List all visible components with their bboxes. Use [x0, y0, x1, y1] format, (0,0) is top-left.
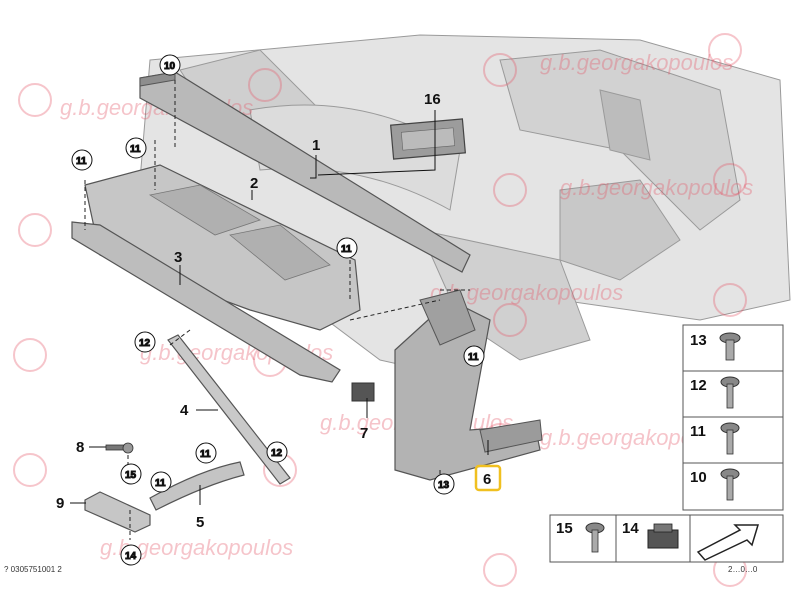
callout-16: 16 — [424, 91, 441, 108]
fastener-legend: 13 12 11 10 — [682, 324, 784, 511]
legend-label-15: 15 — [556, 520, 573, 537]
part-7-clip — [351, 382, 375, 402]
callout-7: 7 — [360, 425, 368, 442]
circled-11: 11 — [341, 244, 352, 255]
screw-10-icon — [720, 468, 740, 501]
circled-callouts: 10 11 11 11 11 11 11 12 12 13 14 15 — [71, 54, 485, 566]
part-2-splash-shield — [84, 164, 361, 331]
circled-12: 12 — [139, 338, 151, 349]
legend-label-13: 13 — [690, 332, 707, 349]
callout-6: 6 — [483, 471, 491, 488]
arrow-icon — [696, 524, 760, 561]
legend-label-12: 12 — [690, 377, 707, 394]
circled-13: 13 — [438, 480, 450, 491]
corner-label-right: 2…0…0 — [728, 565, 758, 574]
part-9-small-bracket — [84, 491, 151, 533]
screw-13-icon — [719, 332, 741, 361]
callout-4: 4 — [180, 402, 189, 419]
part-6-carrier-mount — [394, 289, 543, 481]
callout-1: 1 — [312, 137, 320, 154]
legend-label-14: 14 — [622, 520, 639, 537]
circled-15: 15 — [125, 470, 137, 481]
part-3-support-bar — [71, 221, 341, 383]
circled-12: 12 — [271, 448, 283, 459]
part-4-strut — [167, 334, 291, 485]
circled-11: 11 — [155, 478, 166, 489]
watermark-text: g.b.georgakopoulos — [540, 50, 733, 75]
callout-2: 2 — [250, 175, 258, 192]
screw-12-icon — [720, 376, 740, 409]
circled-10: 10 — [164, 61, 176, 72]
circled-11: 11 — [130, 144, 141, 155]
screw-11-icon — [720, 422, 740, 455]
circled-11: 11 — [200, 449, 211, 460]
callout-5: 5 — [196, 514, 204, 531]
part-5-bracket — [149, 461, 245, 511]
clip-nut-14-icon — [647, 523, 679, 549]
leader-lines — [70, 110, 489, 505]
watermark-text: g.b.georgakopoulos — [560, 175, 753, 200]
fastener-legend-bottom: 15 14 — [549, 514, 784, 563]
callout-numbers: 1 2 3 4 5 7 8 9 16 — [56, 91, 441, 531]
assembly-lines — [84, 80, 470, 540]
screw-15-icon — [585, 522, 605, 553]
part-16-label-plate — [390, 118, 466, 160]
callout-6-highlight: 6 — [474, 464, 502, 492]
circled-14: 14 — [125, 551, 137, 562]
circled-11: 11 — [468, 352, 479, 363]
legend-label-11: 11 — [690, 423, 706, 440]
legend-label-10: 10 — [690, 469, 707, 486]
part-8-bolt — [105, 442, 134, 454]
corner-label-left: ? 0305751001 2 — [4, 565, 62, 574]
callout-8: 8 — [76, 439, 84, 456]
callout-9: 9 — [56, 495, 64, 512]
callout-3: 3 — [174, 249, 182, 266]
circled-11: 11 — [76, 156, 87, 167]
